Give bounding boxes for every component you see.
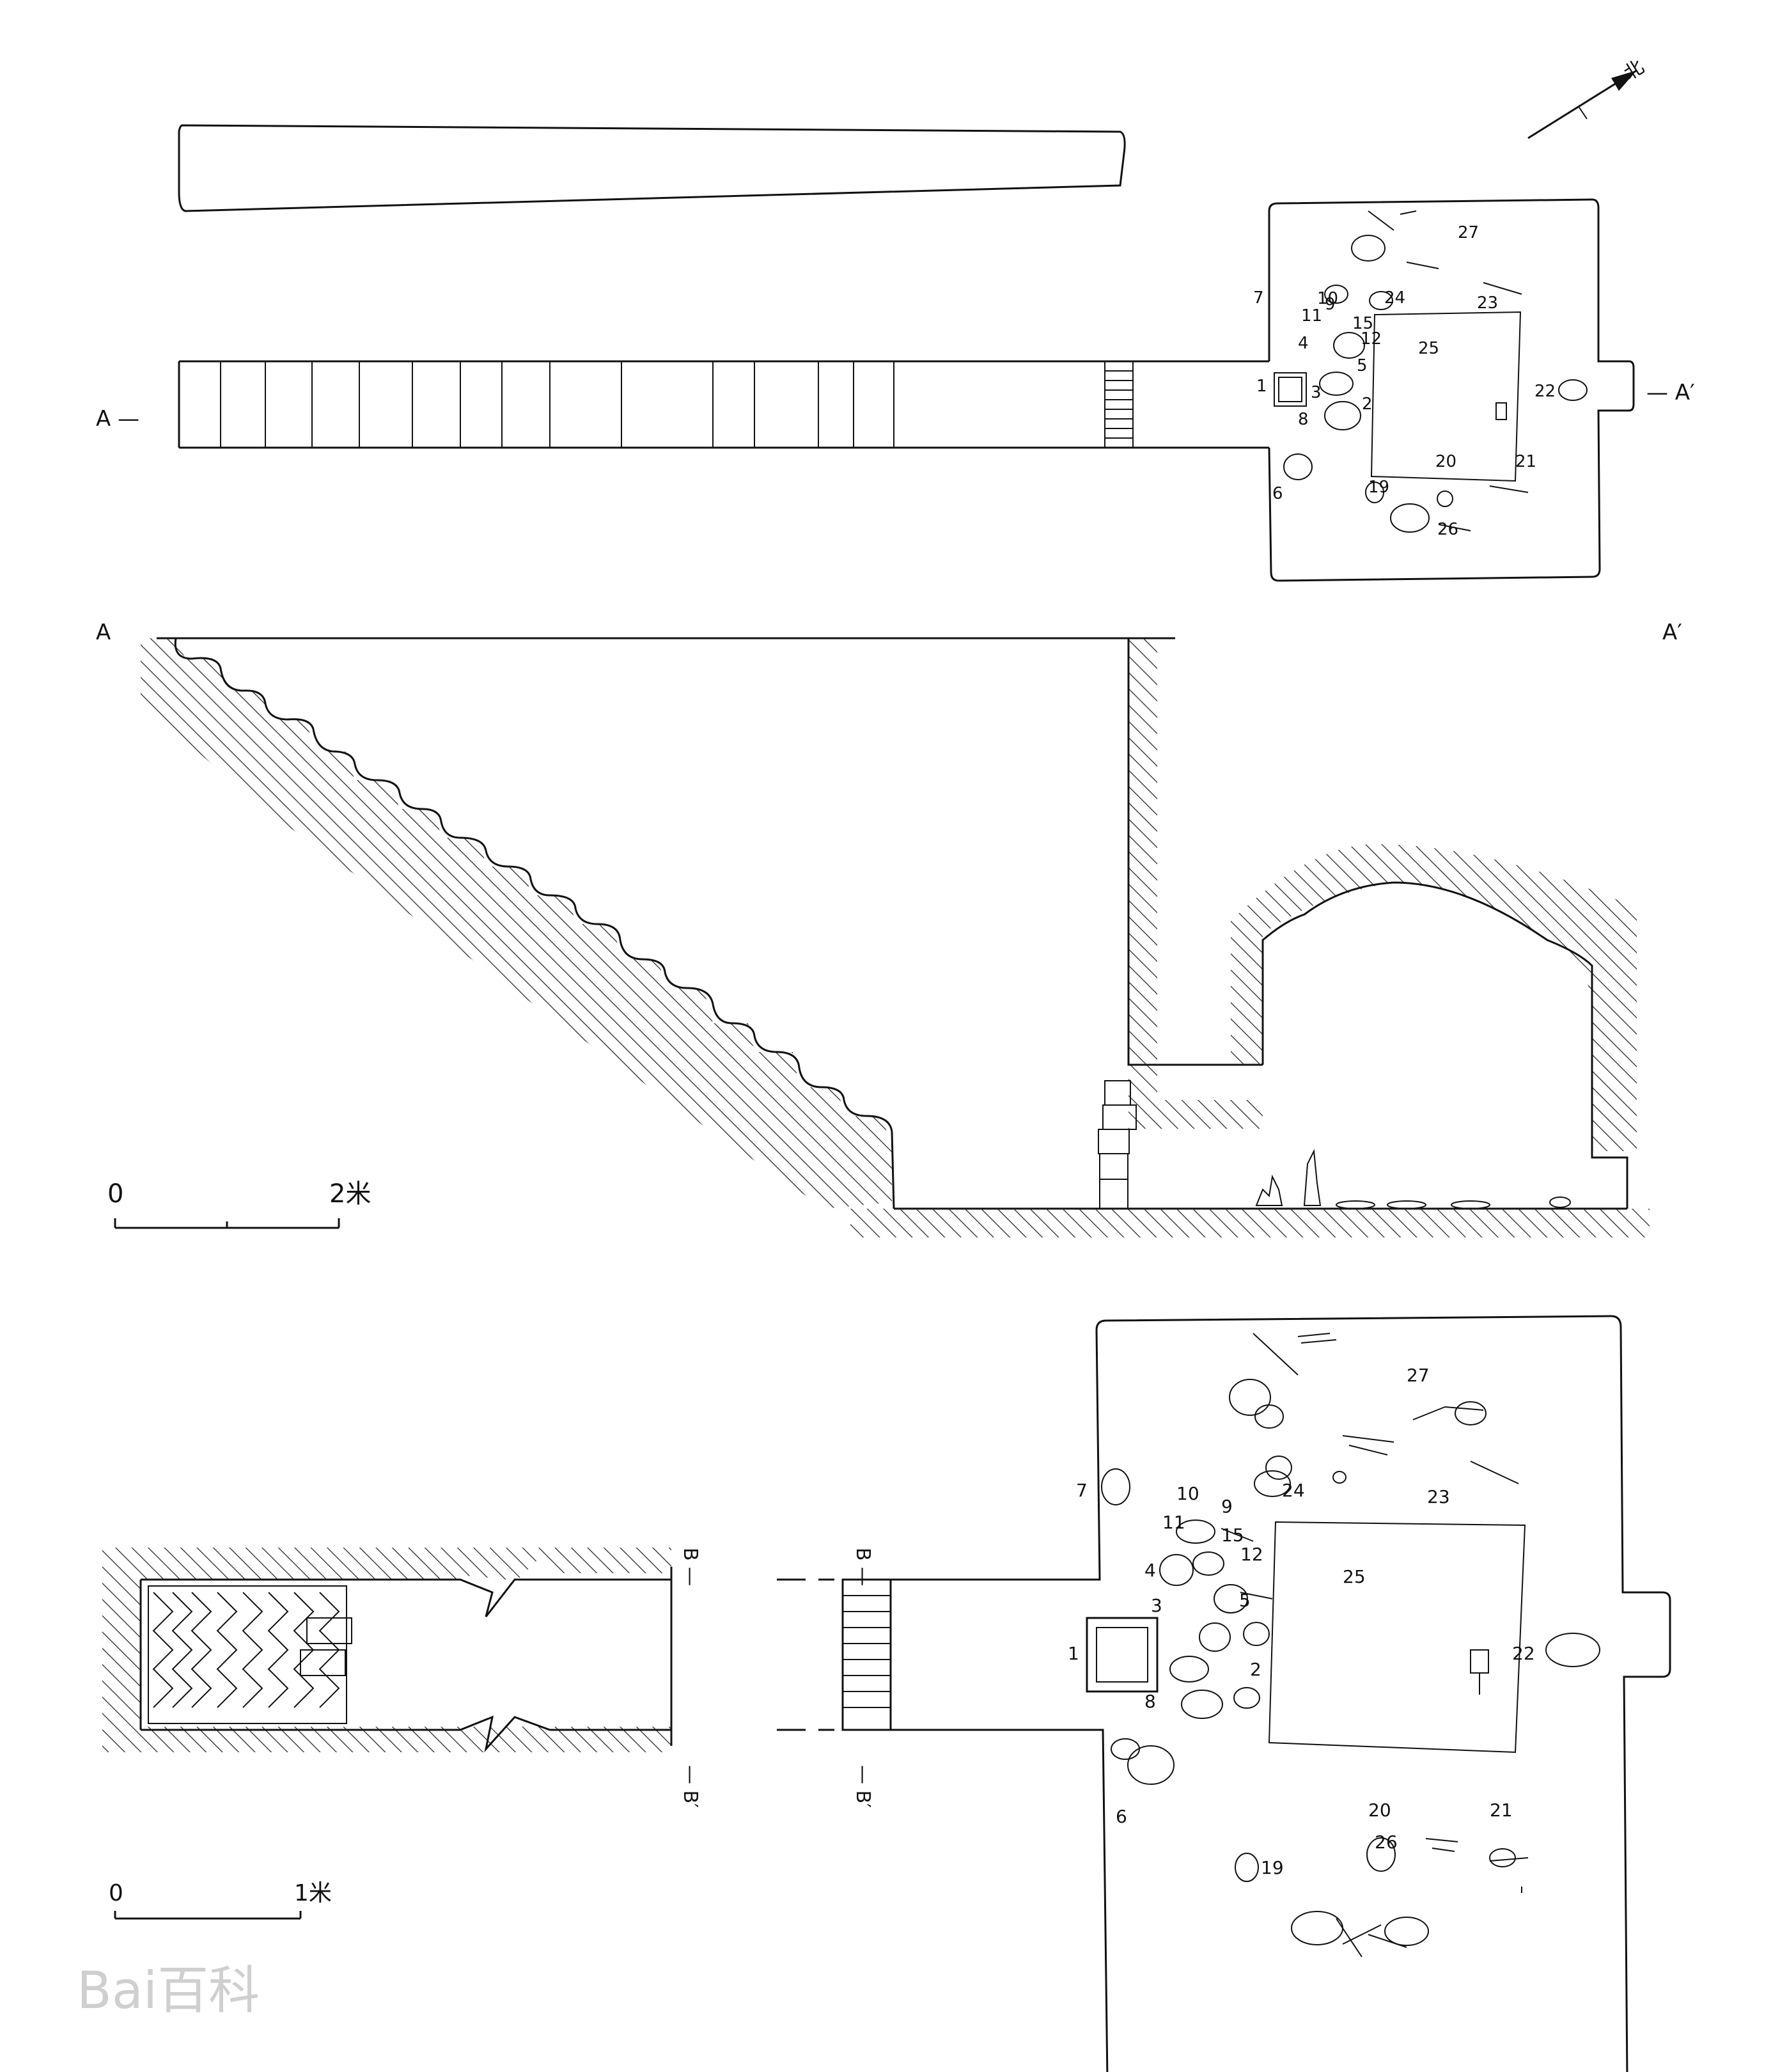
scale-bottom-zero: 0 (109, 1880, 123, 1906)
brick-stack (1098, 1080, 1137, 1209)
large-artifact-number-24: 24 (1282, 1480, 1305, 1501)
large-artifact-number-4: 4 (1144, 1560, 1156, 1581)
large-plan: B — — B′ (777, 1315, 1671, 2072)
small-artifact-number-24: 24 (1384, 288, 1405, 308)
sealing-wall (1104, 361, 1134, 448)
large-artifact-number-15: 15 (1221, 1525, 1244, 1546)
watermark-text: Bai百科 (77, 1961, 260, 2020)
large-sealing-wall (841, 1578, 892, 1731)
large-artifact-number-6: 6 (1116, 1806, 1127, 1827)
large-artifact-number-21: 21 (1490, 1800, 1513, 1821)
large-artifact-number-10: 10 (1176, 1483, 1199, 1504)
large-artifact-number-23: 23 (1427, 1486, 1450, 1507)
passage-steps (220, 361, 894, 448)
scale-top-zero: 0 (107, 1179, 123, 1209)
section-a-a (141, 637, 1650, 1237)
large-artifact-number-7: 7 (1076, 1480, 1088, 1501)
small-artifact-number-3: 3 (1311, 383, 1322, 402)
section-label-b-left: B — (679, 1548, 701, 1586)
large-artifact-number-1: 1 (1068, 1643, 1079, 1664)
small-artifact-number-21: 21 (1515, 452, 1536, 471)
large-artifact-number-25: 25 (1343, 1566, 1366, 1587)
large-artifact-number-8: 8 (1144, 1691, 1156, 1712)
small-artifact-number-7: 7 (1253, 288, 1264, 308)
small-artifact-number-5: 5 (1357, 356, 1368, 375)
large-artifact-number-22: 22 (1512, 1643, 1535, 1664)
small-artifact-number-19: 19 (1368, 478, 1389, 497)
section-label-a-section: A (96, 620, 111, 645)
small-artifact-number-2: 2 (1362, 395, 1373, 414)
large-artifact-number-11: 11 (1162, 1512, 1185, 1533)
small-artifact-number-6: 6 (1272, 484, 1283, 503)
section-label-b-right: B — (852, 1548, 874, 1586)
large-artifact-number-9: 9 (1221, 1496, 1233, 1517)
section-b-b: B — — B′ (102, 1548, 701, 1808)
small-artifact-number-8: 8 (1298, 410, 1309, 429)
section-label-a-prime-plan: — A′ (1646, 380, 1695, 405)
scale-top-end: 2米 (329, 1179, 371, 1209)
large-artifact-number-27: 27 (1407, 1365, 1430, 1386)
large-artifact-number-3: 3 (1151, 1595, 1162, 1616)
section-artifacts (1255, 1149, 1571, 1209)
large-artifact-number-19: 19 (1261, 1857, 1284, 1878)
large-artifact-number-26: 26 (1375, 1832, 1398, 1853)
north-arrow: 北 (1527, 56, 1648, 139)
scale-bottom-end: 1米 (294, 1880, 332, 1906)
large-plan-artifacts (1101, 1333, 1600, 1958)
small-artifact-number-23: 23 (1477, 294, 1498, 313)
small-artifact-number-1: 1 (1256, 377, 1267, 396)
small-artifact-number-9: 9 (1325, 295, 1336, 314)
large-artifact-number-20: 20 (1368, 1800, 1391, 1821)
section-label-b-prime-right: — B′ (852, 1765, 874, 1808)
section-label-a-prime-section: A′ (1662, 620, 1682, 645)
small-artifact-number-20: 20 (1435, 452, 1456, 471)
large-artifact-number-5: 5 (1239, 1590, 1251, 1611)
small-artifact-number-27: 27 (1458, 223, 1479, 242)
large-artifact-number-2: 2 (1250, 1659, 1261, 1680)
small-artifact-number-15: 15 (1352, 314, 1373, 333)
top-plan-artifacts (1283, 210, 1588, 533)
small-artifact-number-4: 4 (1298, 334, 1309, 353)
small-artifact-number-26: 26 (1437, 520, 1458, 539)
section-label-a-plan: A — (96, 406, 139, 432)
small-artifact-number-11: 11 (1301, 306, 1322, 326)
large-artifact-number-12: 12 (1240, 1544, 1263, 1565)
small-artifact-number-12: 12 (1361, 329, 1382, 349)
herringbone-bricks (148, 1585, 352, 1724)
small-artifact-number-25: 25 (1418, 339, 1439, 358)
section-label-b-prime-left: — B′ (679, 1765, 701, 1808)
scale-bar-top: 0 2米 (107, 1179, 371, 1229)
top-plan-ramp-outline (178, 124, 1126, 212)
small-artifact-number-22: 22 (1534, 382, 1556, 401)
scale-bar-bottom: 0 1米 (109, 1880, 332, 1920)
small-artifact-number-10: 10 (1317, 289, 1338, 308)
